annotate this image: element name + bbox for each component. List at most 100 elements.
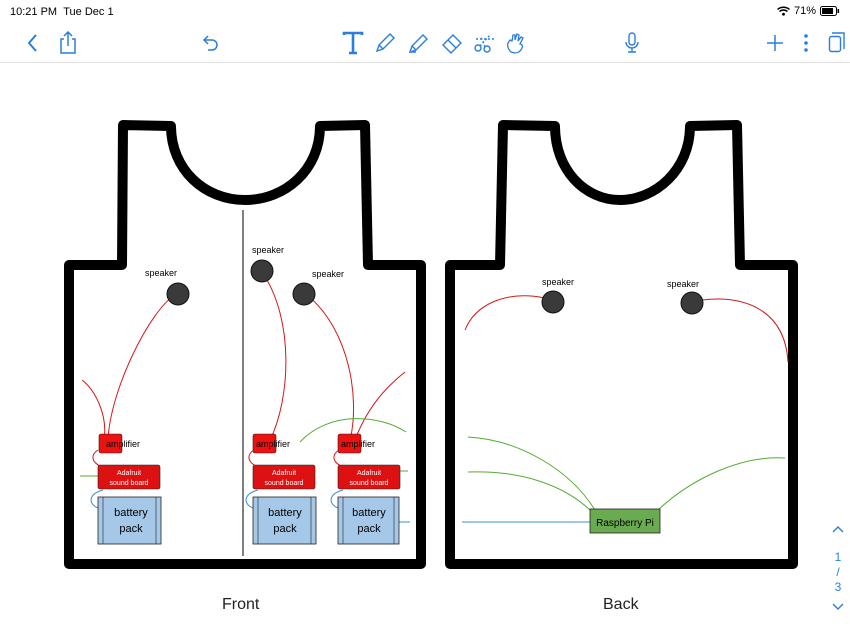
amplifier-box: [98, 433, 123, 454]
pen-icon: [375, 33, 395, 53]
back-caption: Back: [603, 596, 639, 613]
front-caption: Front: [222, 596, 260, 613]
share-icon: [60, 31, 76, 54]
red-wire: [107, 294, 176, 441]
back-components: speaker speaker Raspberry Pi: [541, 277, 704, 534]
green-wire: [467, 436, 596, 511]
battery-pack-box: [337, 496, 400, 545]
red-wire: [701, 298, 789, 363]
battery-label: pack: [119, 523, 143, 535]
amplifier-box: [337, 433, 362, 454]
back-wires: [462, 295, 789, 523]
back-chevron-icon: [27, 34, 37, 52]
add-icon: [767, 35, 783, 51]
speaker-circle: [250, 259, 274, 283]
green-wire: [657, 457, 786, 511]
battery-label: battery: [268, 507, 302, 519]
speaker-label: speaker: [312, 269, 344, 279]
battery-label: pack: [273, 523, 297, 535]
sound-board-box: [252, 464, 316, 490]
microphone-icon: [625, 32, 639, 53]
toolbar: [0, 24, 850, 63]
sound-board-label: Adafruit: [357, 470, 381, 477]
battery-percent: 71%: [793, 5, 816, 17]
highlighter-tool-button[interactable]: [404, 28, 434, 58]
page-current: 1: [834, 550, 842, 564]
eraser-icon: [442, 34, 462, 54]
amplifier-box: [252, 433, 277, 454]
page-indicator: 1 / 3: [826, 520, 850, 621]
more-button[interactable]: [791, 28, 821, 58]
highlighter-icon: [408, 34, 428, 54]
wifi-icon: [776, 6, 790, 16]
sound-board-label: Adafruit: [272, 470, 296, 477]
speaker-circle: [166, 282, 190, 306]
speaker-circle: [541, 290, 565, 314]
speaker-label: speaker: [252, 245, 284, 255]
eraser-tool-button[interactable]: [437, 28, 467, 58]
battery-label: battery: [352, 507, 386, 519]
text-tool-button[interactable]: [338, 28, 368, 58]
amplifier-label: amplifier: [256, 439, 290, 449]
page-separator: /: [836, 565, 840, 579]
front-component-stack: amplifier Adafruit sound board battery p…: [252, 433, 317, 545]
drawing-svg: speaker speaker speaker amplifier Adafru…: [64, 120, 798, 569]
red-wire: [464, 295, 546, 331]
pages-button[interactable]: [822, 28, 850, 58]
front-shirt-outline: [64, 120, 426, 569]
hand-icon: [506, 33, 524, 54]
lasso-scissors-icon: [474, 33, 494, 53]
red-wire: [92, 449, 101, 467]
back-shirt: [445, 120, 798, 569]
sound-board-box: [337, 464, 401, 490]
chevron-down-icon: [832, 603, 844, 610]
hand-tool-button[interactable]: [501, 28, 531, 58]
green-wire: [467, 471, 593, 513]
front-shirt: [64, 120, 426, 569]
red-wire: [306, 294, 355, 441]
blue-wire: [90, 489, 104, 509]
sound-board-label: sound board: [350, 480, 389, 487]
speaker-circle: [680, 291, 704, 315]
sound-board-label: Adafruit: [117, 470, 141, 477]
sound-board-label: sound board: [110, 480, 149, 487]
red-wire: [81, 379, 106, 441]
pen-tool-button[interactable]: [370, 28, 400, 58]
red-wire: [261, 271, 287, 441]
microphone-button[interactable]: [617, 28, 647, 58]
battery-pack-box: [252, 496, 317, 545]
status-right: 71%: [776, 5, 840, 17]
battery-label: battery: [114, 507, 148, 519]
back-shirt-outline: [445, 120, 798, 569]
battery-pack-box: [97, 496, 162, 545]
blue-wire: [245, 489, 259, 509]
amplifier-label: amplifier: [106, 439, 140, 449]
add-button[interactable]: [760, 28, 790, 58]
amplifier-label: amplifier: [341, 439, 375, 449]
speaker-label: speaker: [667, 279, 699, 289]
page-total: 3: [834, 580, 842, 594]
blue-wire: [330, 489, 344, 509]
more-icon: [804, 34, 808, 52]
battery-label: pack: [357, 523, 381, 535]
front-speakers: speaker speaker speaker: [145, 245, 344, 306]
lasso-tool-button[interactable]: [469, 28, 499, 58]
sound-board-box: [97, 464, 161, 490]
undo-icon: [202, 35, 218, 51]
page-down-button[interactable]: [826, 601, 850, 621]
back-button[interactable]: [18, 28, 48, 58]
red-wire: [354, 371, 406, 441]
speaker-label: speaker: [542, 277, 574, 287]
speaker-label: speaker: [145, 268, 177, 278]
sound-board-label: sound board: [265, 480, 304, 487]
undo-button[interactable]: [195, 28, 225, 58]
chevron-up-icon: [832, 526, 844, 533]
status-bar: 10:21 PM Tue Dec 1 71%: [0, 0, 850, 24]
page-up-button[interactable]: [826, 520, 850, 540]
front-component-stack: amplifier Adafruit sound board battery p…: [97, 433, 162, 545]
share-button[interactable]: [53, 28, 83, 58]
pages-icon: [828, 32, 845, 53]
raspberry-pi-box: [589, 508, 661, 534]
note-canvas[interactable]: speaker speaker speaker amplifier Adafru…: [0, 63, 850, 639]
status-time: 10:21 PM Tue Dec 1: [10, 6, 114, 18]
